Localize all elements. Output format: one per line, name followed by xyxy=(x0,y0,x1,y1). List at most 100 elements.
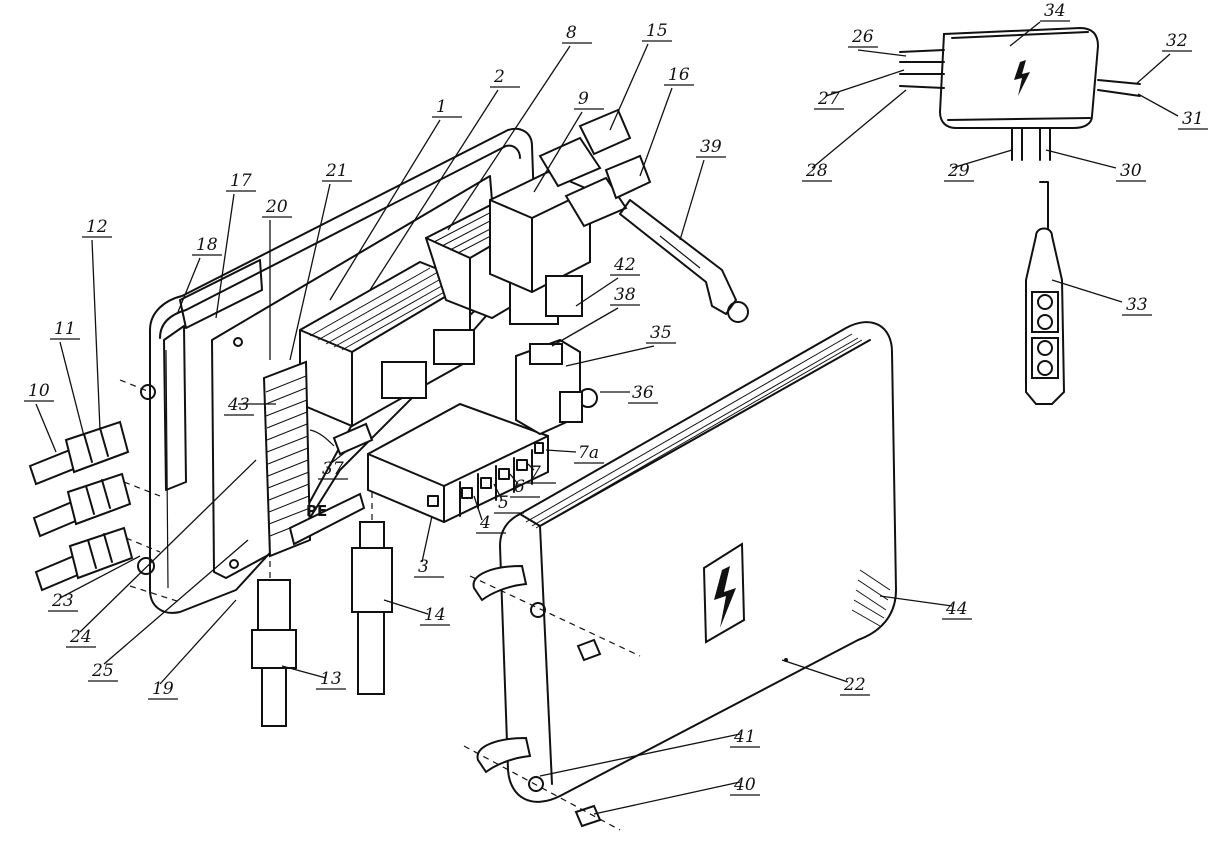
leader-line-30 xyxy=(1045,149,1117,169)
leader-line-35 xyxy=(565,345,655,367)
part-label-16: 16 xyxy=(668,65,690,85)
leader-line-10 xyxy=(35,403,57,453)
leader-line-13 xyxy=(281,665,327,679)
part-label-24: 24 xyxy=(69,627,92,647)
part-label-44: 44 xyxy=(945,599,968,619)
part-label-17: 17 xyxy=(230,171,252,191)
leader-line-29 xyxy=(951,149,1013,169)
leader-line-8 xyxy=(447,45,571,231)
part-label-2: 2 xyxy=(493,67,505,87)
part-label-26: 26 xyxy=(851,27,874,47)
part-label-7: 7 xyxy=(530,463,541,483)
leader-line-5 xyxy=(493,483,503,501)
part-label-22: 22 xyxy=(843,675,866,695)
leader-line-16 xyxy=(639,87,673,177)
leader-line-21 xyxy=(289,183,331,361)
part-label-29: 29 xyxy=(947,161,970,181)
part-label-27: 27 xyxy=(817,89,840,109)
leader-line-19 xyxy=(159,599,237,685)
enclosure-cover xyxy=(463,321,898,831)
part-label-36: 36 xyxy=(632,383,654,403)
leader-line-4 xyxy=(473,495,483,521)
cable-glands-top xyxy=(538,108,652,228)
part-label-30: 30 xyxy=(1120,161,1142,181)
part-label-42: 42 xyxy=(613,255,636,275)
part-label-4: 4 xyxy=(479,513,491,533)
part-label-18: 18 xyxy=(196,235,218,255)
leader-line-41 xyxy=(539,733,741,777)
leader-line-32 xyxy=(1135,53,1171,85)
leader-line-11 xyxy=(59,341,85,437)
part-label-20: 20 xyxy=(265,197,288,217)
part-label-15: 15 xyxy=(646,21,668,41)
leader-line-42 xyxy=(575,277,619,307)
part-label-21: 21 xyxy=(325,161,348,181)
part-label-14: 14 xyxy=(424,605,446,625)
leader-lines xyxy=(24,20,1208,815)
part-label-10: 10 xyxy=(28,381,50,401)
leader-line-24 xyxy=(79,459,257,633)
circuit-breaker-row xyxy=(367,402,549,524)
leader-line-31 xyxy=(1137,93,1179,117)
pe-terminal-marking: PE xyxy=(306,502,327,520)
cable-glands-bottom xyxy=(251,490,393,727)
leader-line-12 xyxy=(91,239,101,431)
part-label-35: 35 xyxy=(650,323,672,343)
part-label-38: 38 xyxy=(614,285,636,305)
part-label-9: 9 xyxy=(578,89,589,109)
part-label-32: 32 xyxy=(1166,31,1188,51)
part-label-8: 8 xyxy=(566,23,577,43)
part-label-43: 43 xyxy=(227,395,250,415)
leader-line-7 xyxy=(527,463,535,471)
leader-line-7a xyxy=(545,449,577,453)
leader-line-33 xyxy=(1051,279,1123,303)
control-unit xyxy=(899,26,1141,161)
leader-line-28 xyxy=(811,89,907,169)
leader-line-39 xyxy=(679,159,705,241)
fuse xyxy=(309,422,374,456)
part-label-13: 13 xyxy=(320,669,342,689)
leader-line-2 xyxy=(369,89,499,291)
pendant-control-station xyxy=(1025,181,1066,405)
leader-line-6 xyxy=(509,473,519,485)
cable-glands-left xyxy=(28,379,181,603)
part-label-33: 33 xyxy=(1126,295,1148,315)
high-voltage-warning-icon xyxy=(702,542,746,644)
leader-line-23 xyxy=(59,555,141,599)
part-label-41: 41 xyxy=(733,727,756,747)
leader-line-40 xyxy=(593,781,741,815)
part-label-11: 11 xyxy=(54,319,76,339)
part-label-7a: 7а xyxy=(578,443,599,463)
part-label-19: 19 xyxy=(152,679,174,699)
part-label-28: 28 xyxy=(805,161,828,181)
leader-line-9 xyxy=(533,111,583,193)
part-label-12: 12 xyxy=(86,217,108,237)
leader-line-37 xyxy=(329,449,349,465)
part-label-37: 37 xyxy=(322,459,344,479)
grounding-strap xyxy=(619,199,749,323)
leader-line-22 xyxy=(781,659,849,683)
leader-line-44 xyxy=(879,595,953,607)
part-label-23: 23 xyxy=(51,591,74,611)
leader-line-15 xyxy=(609,43,649,131)
part-label-31: 31 xyxy=(1182,109,1204,129)
leader-line-26 xyxy=(857,49,907,57)
leader-line-18 xyxy=(177,257,201,313)
part-label-39: 39 xyxy=(700,137,722,157)
leader-line-34 xyxy=(1009,21,1041,47)
part-label-1: 1 xyxy=(436,97,447,117)
part-label-34: 34 xyxy=(1044,1,1066,21)
high-voltage-warning-icon xyxy=(1014,60,1030,96)
terminal-strip: PE xyxy=(262,360,366,558)
switch-block xyxy=(515,338,598,436)
leader-line-3 xyxy=(421,515,433,563)
part-label-3: 3 xyxy=(418,557,429,577)
leader-line-14 xyxy=(383,599,429,615)
leader-line-27 xyxy=(825,69,905,97)
part-label-25: 25 xyxy=(91,661,114,681)
leader-line-1 xyxy=(329,119,441,301)
leader-line-38 xyxy=(551,307,619,347)
part-number-labels: 12345677а8910111213141516171819202122232… xyxy=(28,1,1204,795)
